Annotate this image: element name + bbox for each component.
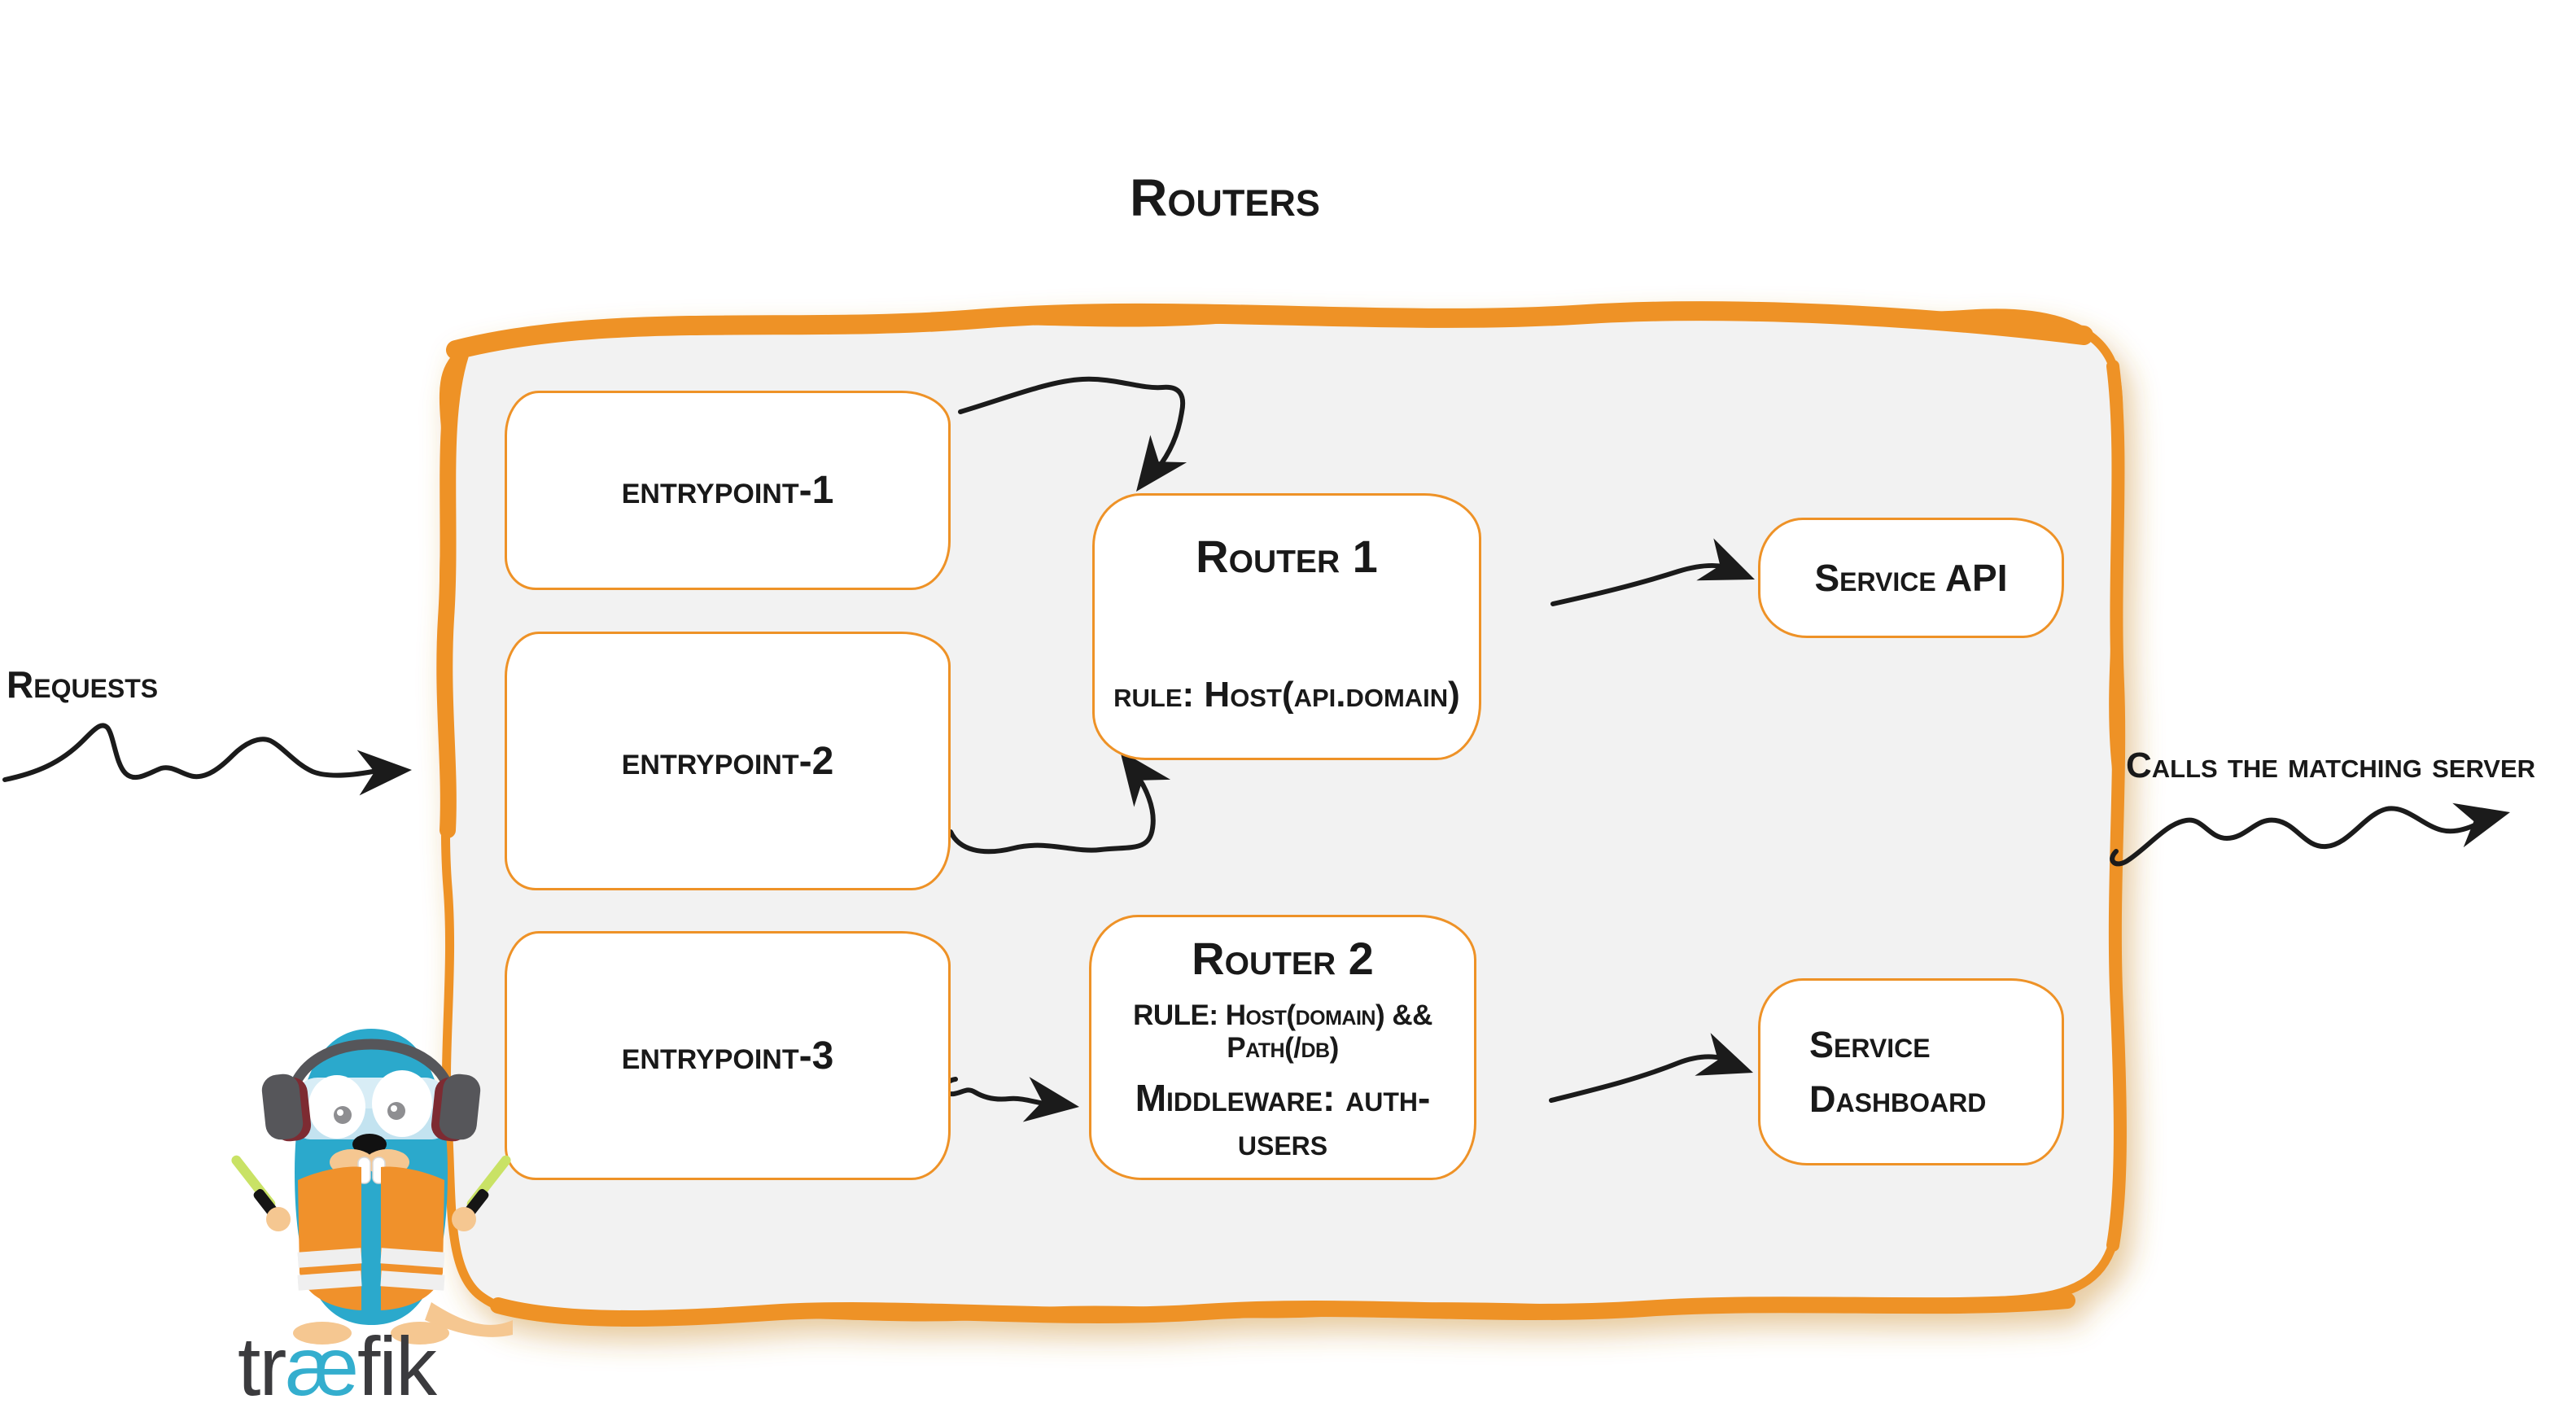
gopher-vest-stripe [297,1270,362,1291]
gopher-pupil-right [387,1102,405,1120]
service-api-label: Service API [1814,557,2008,599]
router-1-box: Router 1 rule: Host(api.domain) [1092,493,1481,760]
container-brush-top [446,301,2093,360]
arrowhead-icon [1022,1077,1079,1122]
requests-arrow [2,723,412,796]
gopher-pupil-left-highlight [337,1109,343,1116]
requests-label: Requests [7,663,159,706]
gopher-foot-right [391,1322,449,1345]
gopher-hand-left [266,1207,291,1231]
arrowhead-icon [1136,435,1187,492]
entrypoint-3-box: entrypoint-3 [505,931,951,1180]
service-api-box: Service API [1758,518,2064,638]
router1-to-service-api-arrow [1550,538,1755,606]
entrypoint2-to-router1-arrow [948,750,1171,855]
entrypoint-1-label: entrypoint-1 [621,469,834,512]
router-2-middleware: Middleware: auth-users [1135,1076,1431,1163]
gopher-headphone-band [286,1039,457,1101]
entrypoint-3-label: entrypoint-3 [621,1034,834,1078]
container-brush-left [436,347,469,838]
entrypoint-2-box: entrypoint-2 [505,632,951,890]
router-2-box: Router 2 RULE: Host(domain) && Path(/db)… [1089,915,1476,1180]
gopher-vest-stripe [380,1270,445,1291]
gopher-wand-right-grip [465,1188,489,1216]
router2-to-service-dashboard-arrow [1549,1033,1753,1103]
gopher-nose [352,1134,387,1155]
calls-matching-server-label: Calls the matching server [2126,746,2536,785]
gopher-eye-right [372,1070,432,1137]
traefik-wordmark-part1: tr [238,1320,286,1408]
router-2-rule: RULE: Host(domain) && Path(/db) [1133,999,1432,1064]
gopher-earcup-right [439,1073,481,1140]
arrowhead-icon [1120,750,1171,807]
gopher-wand-left-grip [253,1188,278,1216]
service-dashboard-label-line1: Service [1809,1023,1931,1065]
service-dashboard-box: Service Dashboard [1758,978,2064,1165]
container-brush-bottom [490,1292,2075,1327]
router-2-name: Router 2 [1192,932,1374,984]
calls-matching-server-arrow [2110,802,2510,867]
entrypoint1-to-router1-arrow [958,376,1187,492]
entrypoint-2-label: entrypoint-2 [621,739,834,783]
gopher-earcup-left [261,1073,304,1140]
gopher-tail [425,1302,513,1337]
traefik-wordmark-ae: æ [285,1320,359,1408]
service-dashboard-label-line2: Dashboard [1809,1078,1987,1120]
traefik-gopher-logo [231,1029,513,1345]
arrowhead-icon [356,750,412,796]
gopher-vest-stripe [380,1248,445,1268]
router-1-name: Router 1 [1196,531,1378,582]
entrypoint-1-box: entrypoint-1 [505,391,951,590]
gopher-vest-stripe [297,1248,362,1268]
router-1-rule: rule: Host(api.domain) [1113,675,1460,715]
gopher-pupil-right-highlight [391,1105,397,1112]
traefik-wordmark-part3: fik [357,1320,437,1408]
arrowhead-icon [1696,538,1755,581]
gopher-pupil-left [334,1106,352,1124]
diagram-title: Routers [1130,168,1320,227]
arrowhead-icon [1695,1033,1753,1076]
container-brush-right [2106,360,2127,1252]
traefik-wordmark: træfik [238,1325,437,1408]
gopher-mascot-icon [231,1029,513,1345]
arrowhead-icon [2452,802,2510,848]
gopher-eye-left [308,1075,365,1139]
gopher-foot-left [293,1322,352,1345]
gopher-hand-right [452,1207,476,1231]
